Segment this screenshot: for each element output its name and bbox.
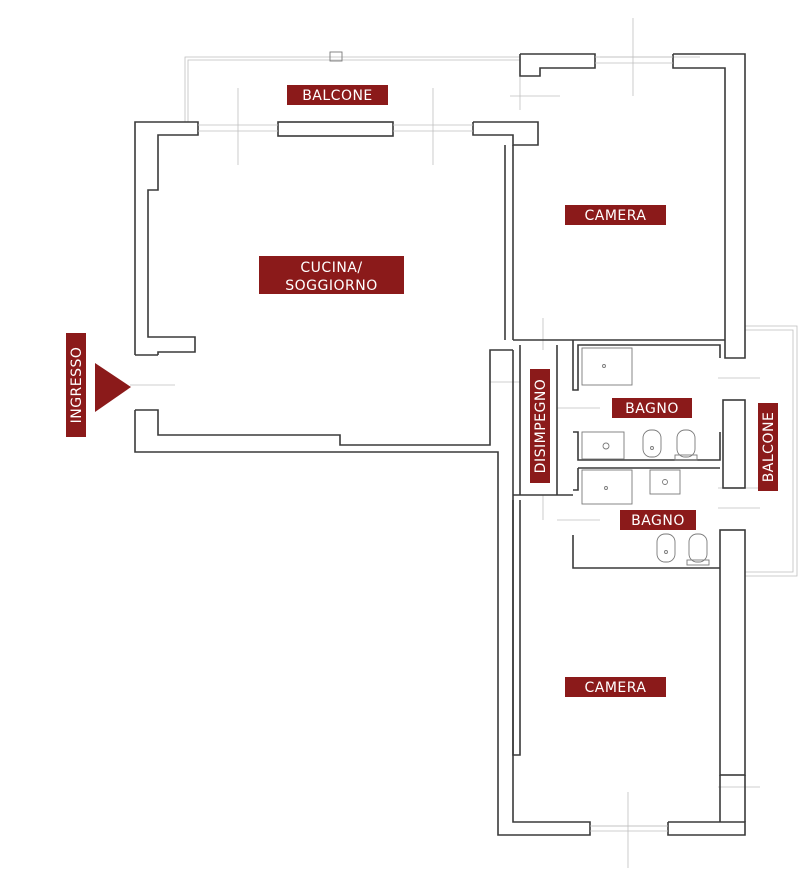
balcony-top-outline	[184, 51, 520, 122]
toilet-icon	[688, 533, 708, 563]
label-text: BALCONE	[302, 88, 373, 104]
shower-icon	[581, 469, 633, 505]
label-text: DISIMPEGNO	[533, 379, 549, 474]
label-text: BAGNO	[631, 513, 685, 529]
label-bagno-1: BAGNO	[612, 398, 692, 418]
label-camera-bottom: CAMERA	[565, 677, 666, 697]
sink-icon	[649, 469, 681, 495]
balcony-right-outline	[745, 325, 798, 577]
label-text: CAMERA	[584, 208, 646, 224]
label-cucina-soggiorno: CUCINA/ SOGGIORNO	[259, 256, 404, 294]
label-camera-top: CAMERA	[565, 205, 666, 225]
sink-icon	[581, 431, 625, 460]
bathroom-fixtures	[581, 347, 710, 566]
toilet-icon	[676, 429, 696, 458]
label-text: BAGNO	[625, 401, 679, 417]
entrance-arrow-icon	[95, 363, 131, 412]
label-text: SOGGIORNO	[285, 278, 377, 294]
label-text: CUCINA/	[300, 260, 362, 276]
bidet-icon	[642, 429, 662, 458]
label-balcone-right: BALCONE	[758, 403, 778, 491]
label-text: CAMERA	[584, 680, 646, 696]
label-bagno-2: BAGNO	[620, 510, 696, 530]
shower-icon	[581, 347, 633, 386]
label-ingresso: INGRESSO	[66, 333, 86, 437]
label-text: INGRESSO	[69, 347, 85, 424]
bidet-icon	[656, 533, 676, 563]
label-balcone-top: BALCONE	[287, 85, 388, 105]
window-guides	[130, 18, 760, 868]
walls	[134, 53, 746, 836]
label-disimpegno: DISIMPEGNO	[530, 369, 550, 483]
label-text: BALCONE	[761, 412, 777, 483]
